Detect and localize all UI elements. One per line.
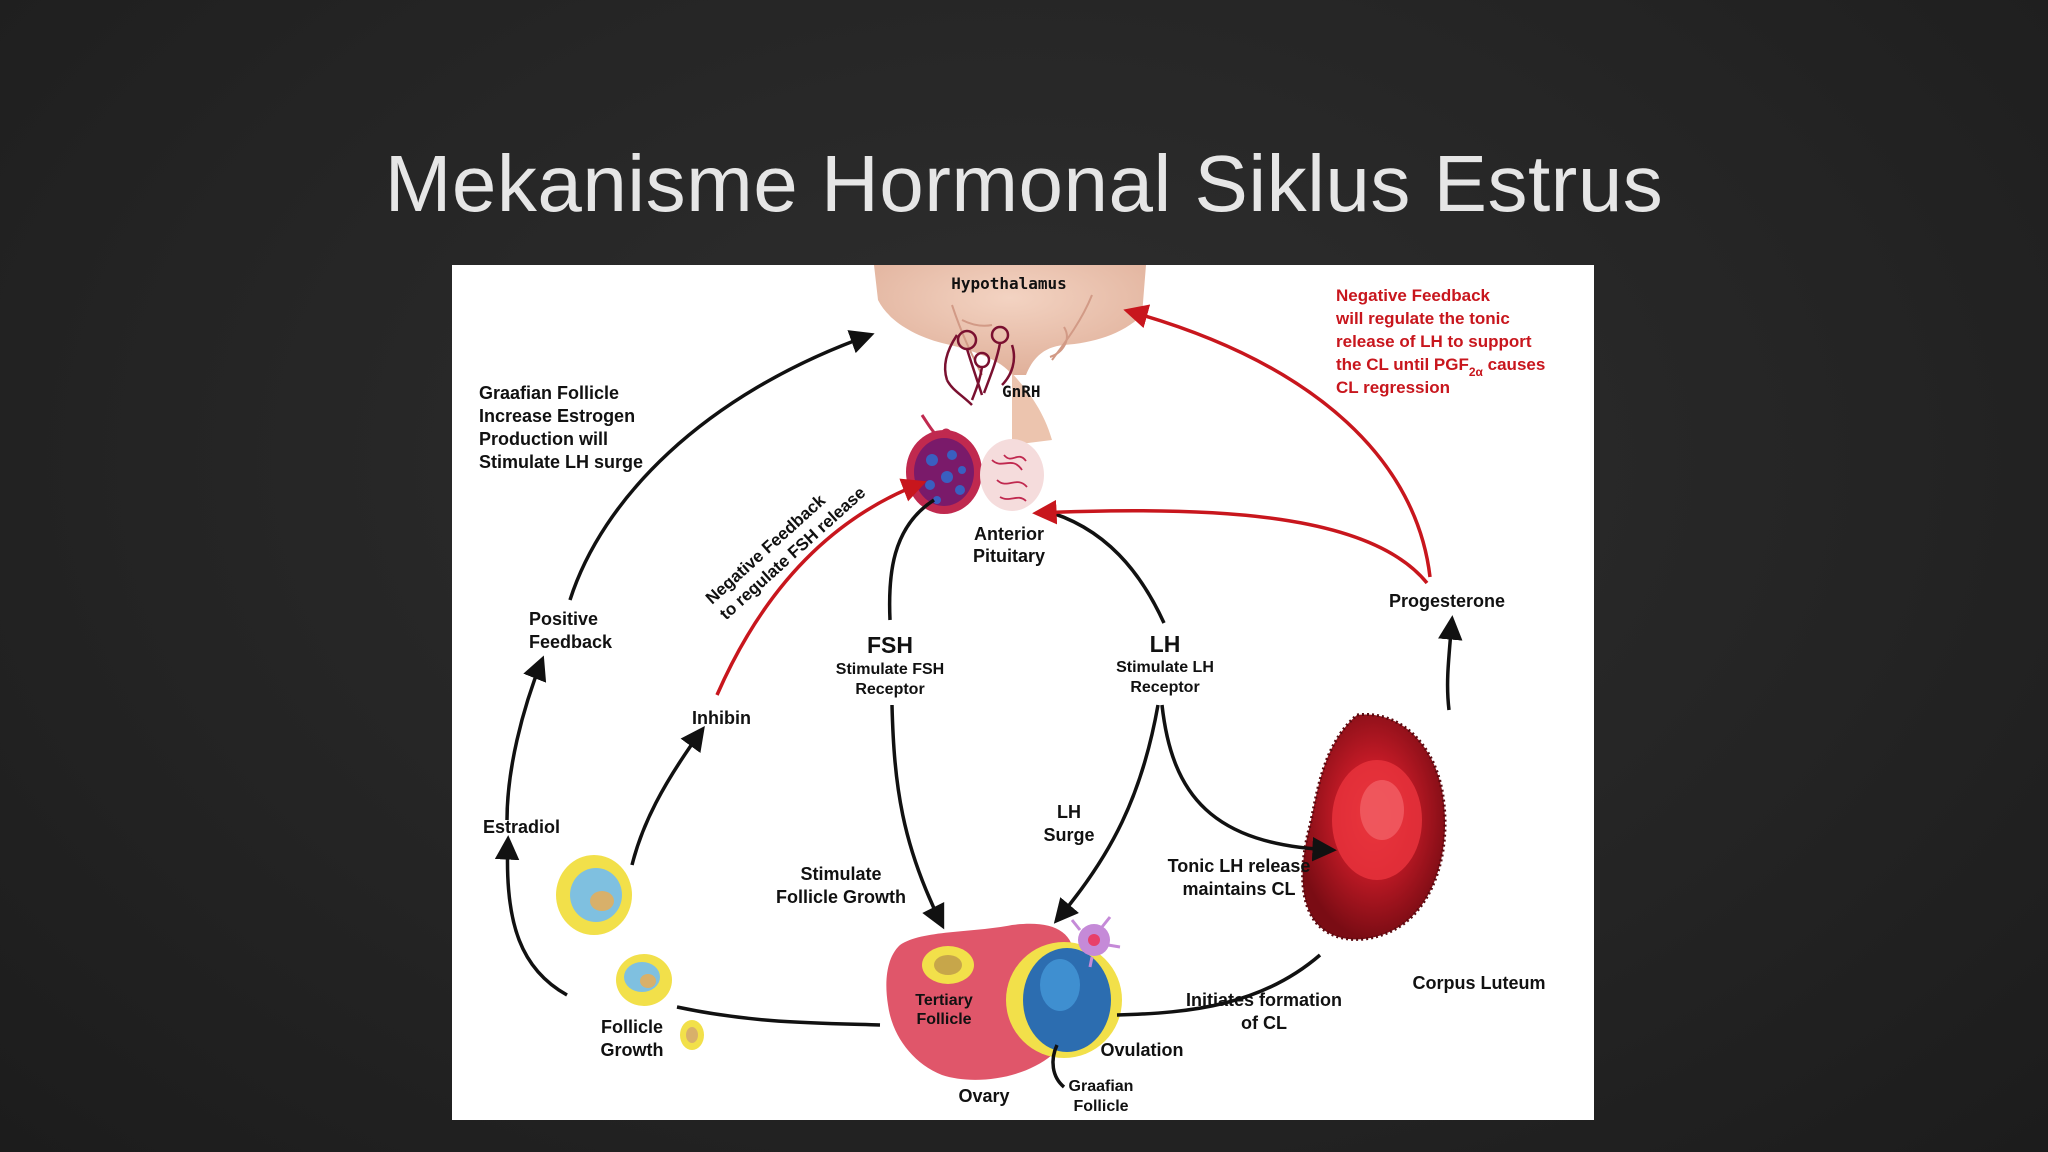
svg-text:Receptor: Receptor (1130, 679, 1199, 696)
svg-text:release of LH to support: release of LH to support (1336, 332, 1532, 351)
follicle-growth-label: Follicle Growth (601, 1017, 664, 1060)
positive-feedback-label: Positive Feedback (529, 609, 613, 652)
svg-text:will regulate the tonic: will regulate the tonic (1335, 309, 1510, 328)
svg-text:Surge: Surge (1043, 825, 1094, 845)
pgf-text: the CL until PGF (1336, 355, 1469, 374)
lh-surge-label: LH Surge (1043, 802, 1094, 845)
arrow-graafian-pointer (1051, 1044, 1066, 1089)
arrow-fsh-ovary (890, 704, 945, 930)
svg-text:Follicle: Follicle (916, 1011, 971, 1028)
arrow-follicle-estradiol (494, 835, 568, 997)
corpus-luteum-label: Corpus Luteum (1413, 973, 1546, 993)
svg-text:Follicle Growth: Follicle Growth (776, 887, 906, 907)
svg-text:to regulate FSH release: to regulate FSH release (716, 483, 869, 624)
svg-text:Stimulate LH: Stimulate LH (1116, 659, 1214, 676)
svg-text:Growth: Growth (601, 1040, 664, 1060)
arrow-lh-tonic (1160, 704, 1337, 862)
svg-text:Follicle: Follicle (601, 1017, 663, 1037)
initiates-cl-label: Initiates formation of CL (1186, 990, 1342, 1033)
inhibin-label: Inhibin (692, 708, 751, 728)
svg-text:Positive: Positive (529, 609, 598, 629)
svg-text:Stimulate: Stimulate (800, 864, 881, 884)
ovary-label: Ovary (958, 1086, 1009, 1106)
arrow-estradiol-feedback (505, 655, 547, 821)
estrus-cycle-diagram: Hypothalamus GnRH Anterior Pituitary Gra… (479, 265, 1546, 1115)
arrow-progesterone-pituitary (1032, 499, 1429, 585)
svg-text:LH: LH (1057, 802, 1081, 822)
arrow-lh-surge (1053, 704, 1160, 924)
red-arrows (715, 304, 1432, 696)
graafian-follicle-illustration (1006, 916, 1122, 1058)
arrow-follicle-inhibin (630, 726, 705, 866)
arrow-inhibin-feedback (715, 478, 927, 696)
lh-sub-label: Stimulate LH Receptor (1116, 659, 1214, 696)
lh-label: LH (1150, 631, 1181, 657)
anterior-pituitary-label: Anterior Pituitary (973, 524, 1045, 566)
svg-text:Graafian Follicle: Graafian Follicle (479, 383, 619, 403)
pgf-subscript: 2α (1469, 365, 1484, 379)
svg-text:Tertiary: Tertiary (915, 992, 973, 1009)
svg-text:Tonic LH release: Tonic LH release (1168, 856, 1311, 876)
svg-text:Follicle: Follicle (1073, 1098, 1128, 1115)
tertiary-follicle-label: Tertiary Follicle (915, 992, 973, 1028)
svg-text:of CL: of CL (1241, 1013, 1287, 1033)
black-arrows (494, 330, 1463, 1089)
arrow-to-hypothalamus (568, 330, 875, 601)
antral-follicle (556, 855, 632, 935)
svg-text:Pituitary: Pituitary (973, 546, 1045, 566)
svg-text:Negative Feedback: Negative Feedback (1336, 286, 1491, 305)
negative-feedback-fsh-label: Negative Feedback to regulate FSH releas… (702, 483, 869, 624)
svg-text:Graafian: Graafian (1069, 1078, 1134, 1095)
diagram-frame: Hypothalamus GnRH Anterior Pituitary Gra… (452, 265, 1594, 1120)
svg-text:Feedback: Feedback (529, 632, 613, 652)
gnrh-neurons (943, 325, 1016, 406)
graafian-follicle-label: Graafian Follicle (1069, 1078, 1134, 1115)
progesterone-label: Progesterone (1389, 591, 1505, 611)
pgf-tail: causes (1483, 355, 1545, 374)
arrow-fsh-up (887, 498, 935, 621)
arrow-lh-up (1041, 508, 1166, 624)
svg-text:Stimulate FSH: Stimulate FSH (836, 661, 944, 678)
svg-text:Production will: Production will (479, 429, 608, 449)
ovulation-label: Ovulation (1100, 1040, 1183, 1060)
svg-text:Initiates formation: Initiates formation (1186, 990, 1342, 1010)
secondary-follicle (616, 954, 672, 1006)
svg-text:Receptor: Receptor (855, 681, 924, 698)
corpus-luteum-illustration (1301, 712, 1447, 941)
gnrh-label: GnRH (1002, 382, 1041, 401)
tertiary-follicle-illustration (922, 946, 974, 984)
fsh-sub-label: Stimulate FSH Receptor (836, 661, 944, 698)
arrow-progesterone-hypothalamus (1123, 304, 1432, 578)
arrow-ovary-follicle (676, 1005, 881, 1027)
estradiol-label: Estradiol (483, 817, 560, 837)
svg-text:CL regression: CL regression (1336, 378, 1450, 397)
fsh-label: FSH (867, 632, 913, 658)
primary-follicle (680, 1020, 704, 1050)
svg-text:Increase Estrogen: Increase Estrogen (479, 406, 635, 426)
hypothalamus-label: Hypothalamus (951, 274, 1067, 293)
svg-text:maintains CL: maintains CL (1182, 879, 1295, 899)
tonic-lh-label: Tonic LH release maintains CL (1168, 856, 1311, 899)
arrow-ovulation-cl (1116, 953, 1322, 1017)
svg-text:the CL until PGF2α causes: the CL until PGF2α causes (1336, 355, 1545, 379)
svg-text:Stimulate LH surge: Stimulate LH surge (479, 452, 643, 472)
ovary-illustration (886, 916, 1122, 1080)
graafian-note-label: Graafian Follicle Increase Estrogen Prod… (479, 383, 643, 472)
svg-text:Anterior: Anterior (974, 524, 1044, 544)
stimulate-growth-label: Stimulate Follicle Growth (776, 864, 906, 907)
negative-feedback-lh-label: Negative Feedback will regulate the toni… (1335, 286, 1545, 397)
arrow-cl-progesterone (1438, 615, 1463, 711)
slide-title: Mekanisme Hormonal Siklus Estrus (384, 139, 1664, 228)
